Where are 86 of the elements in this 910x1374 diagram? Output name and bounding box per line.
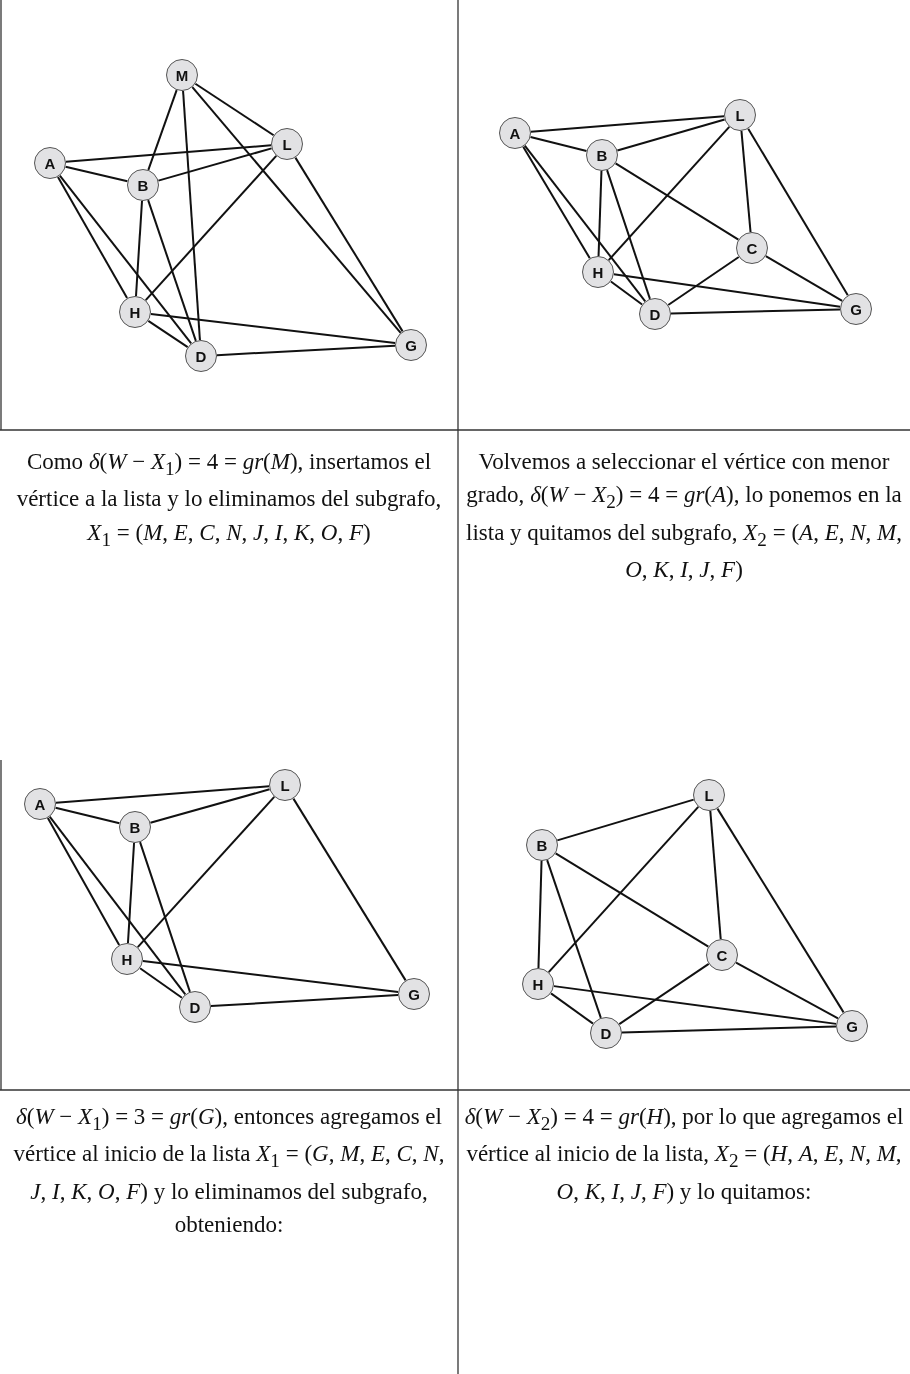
vertex-circle: B — [127, 169, 159, 201]
vertex-circle: H — [111, 943, 143, 975]
graph-edge — [149, 788, 271, 824]
vertex-circle: D — [185, 340, 217, 372]
explanation-text: δ(W − X$_{2}$) = 4 = gr(H), por lo que agregamos el vértice al inicio de la lista, X$_{2}$ = (H, A, E, N, M, O, K, I, J, F) y lo quitamos: — [464, 1103, 904, 1206]
graph-edge — [209, 993, 400, 1008]
graph-edge — [735, 961, 839, 1020]
graph-edge — [537, 860, 543, 969]
vertex-circle: L — [724, 99, 756, 131]
vertex-circle: G — [395, 329, 427, 361]
graph-edge — [523, 144, 647, 303]
vertex-circle: G — [398, 978, 430, 1010]
graph-edge — [614, 162, 740, 241]
graph-edge — [616, 118, 726, 152]
graph-edge — [64, 165, 129, 183]
graph-edge — [606, 169, 651, 300]
graph-edge — [64, 144, 273, 163]
graph-edge — [546, 859, 602, 1019]
vertex-circle: H — [582, 256, 614, 288]
graph-edge — [529, 115, 726, 133]
graph-edge — [216, 344, 396, 357]
explanation-text: Volvemos a seleccionar el vértice con menor grado, δ(W − X$_{2}$) = 4 = gr(A), lo ponemos en la lista y quitamos del subgrafo, X$_{2}$ = (A, E, N, M, O, K, I, J, F) — [465, 448, 903, 585]
graph-edge — [294, 156, 404, 333]
graph-edge — [149, 312, 397, 345]
graph-edge — [552, 985, 838, 1025]
vertex-circle: L — [269, 769, 301, 801]
graph-edge — [522, 145, 591, 260]
graph-edge — [747, 127, 849, 297]
graph-edge — [621, 1025, 837, 1034]
graph-edge — [139, 967, 183, 999]
vertex-circle: C — [736, 232, 768, 264]
graph-edge — [597, 170, 603, 257]
graph-edge — [135, 199, 143, 298]
graph-edge — [147, 89, 178, 171]
graph-edge — [667, 256, 740, 306]
vertex-circle: L — [271, 128, 303, 160]
vertex-circle: G — [836, 1010, 868, 1042]
graph-edge — [54, 806, 121, 825]
graph-edge — [54, 785, 271, 804]
graph-edge — [709, 809, 722, 941]
graph-edge — [46, 816, 121, 947]
vertex-circle: H — [522, 968, 554, 1000]
vertex-circle: B — [119, 811, 151, 843]
graph-edge — [292, 797, 407, 982]
graph-edge — [529, 135, 588, 153]
graph-edge — [144, 154, 278, 302]
graph-edge — [147, 199, 197, 342]
graph-edge — [670, 308, 841, 315]
graph-edge — [48, 815, 187, 996]
graph-edge — [182, 89, 201, 342]
vertex-circle: M — [166, 59, 198, 91]
explanation-text: δ(W − X$_{1}$) = 3 = gr(G), entonces agregamos el vértice al inicio de la lista X$_{1}$ = (G, M, E, C, N, J, I, K, O, F) y lo eliminamos del subgrafo, obteniendo: — [12, 1103, 446, 1240]
graph-edge — [136, 795, 276, 949]
graph-edge — [550, 992, 594, 1025]
vertex-circle: G — [840, 293, 872, 325]
graph-edge — [126, 841, 136, 945]
graph-edge — [141, 959, 400, 994]
vertex-circle: B — [586, 139, 618, 171]
vertex-circle: D — [639, 298, 671, 330]
graph-edge — [764, 255, 844, 302]
graph-edge — [157, 147, 273, 182]
vertex-circle: A — [34, 147, 66, 179]
vertex-circle: H — [119, 296, 151, 328]
vertex-circle: C — [706, 939, 738, 971]
graph-edge — [58, 174, 193, 345]
graph-edge — [556, 798, 695, 842]
graph-edge — [547, 805, 700, 974]
graph-edge — [607, 125, 731, 262]
vertex-circle: A — [499, 117, 531, 149]
vertex-circle: A — [24, 788, 56, 820]
graph-edge — [194, 82, 275, 137]
vertex-circle: L — [693, 779, 725, 811]
vertex-circle: D — [179, 991, 211, 1023]
graph-edge — [139, 841, 191, 993]
explanation-text: Como δ(W − X$_{1}$) = 4 = gr(M), insertamos el vértice a la lista y lo eliminamos del subgrafo, X$_{1}$ = (M, E, C, N, J, I, K, O, F) — [15, 448, 443, 552]
graph-edge — [716, 807, 845, 1014]
graph-edge — [56, 175, 129, 300]
vertex-circle: B — [526, 829, 558, 861]
graph-edge — [618, 962, 710, 1026]
vertex-circle: D — [590, 1017, 622, 1049]
graph-edge — [740, 129, 752, 234]
graph-edge — [554, 852, 710, 948]
graph-edge — [147, 319, 189, 349]
graph-edge — [609, 280, 644, 306]
graph-edge — [612, 273, 842, 308]
graph-edge — [191, 86, 402, 334]
